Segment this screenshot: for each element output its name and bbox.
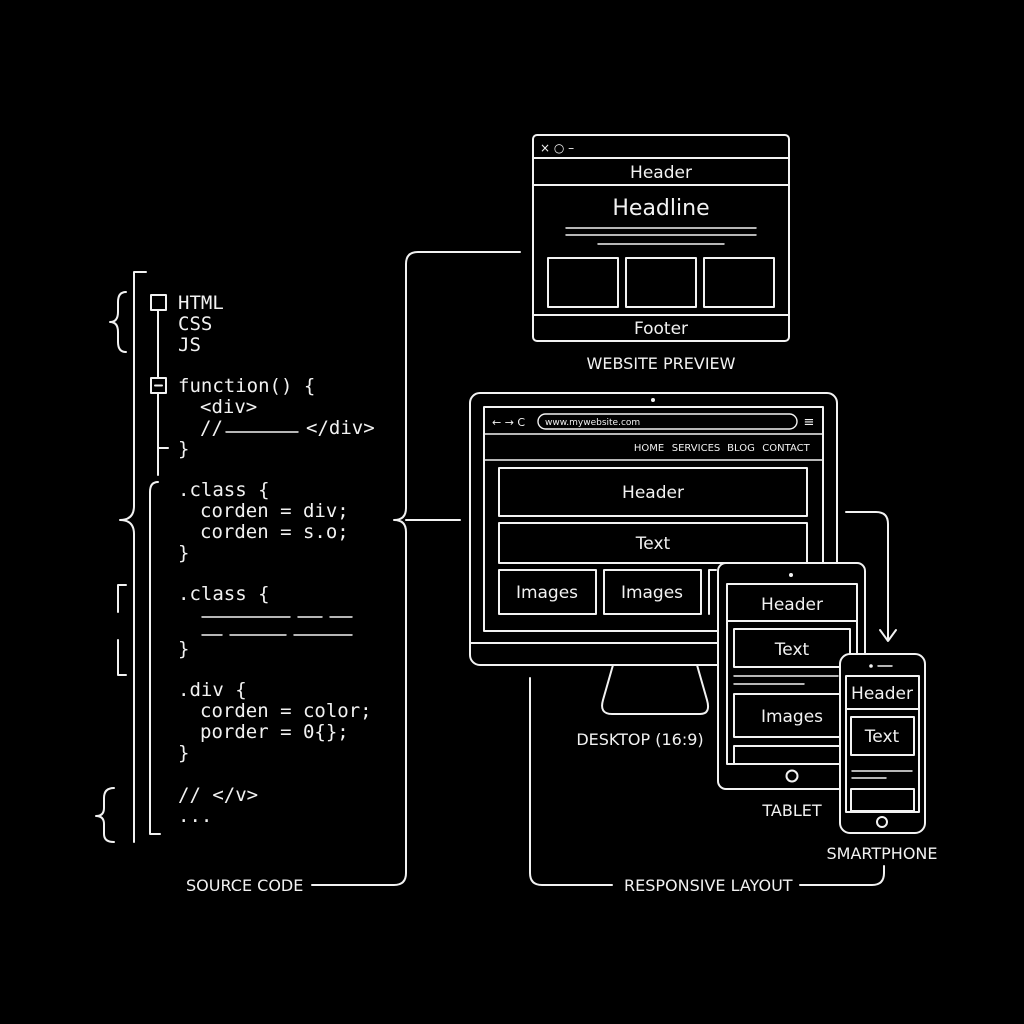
desktop-stand xyxy=(601,664,710,715)
window-controls-icon: × ○ – xyxy=(540,141,574,155)
nav-home: HOME xyxy=(634,443,664,454)
source-code-panel: HTML CSS JS function() { <div> // </div>… xyxy=(95,271,375,895)
desktop-images-box-3 xyxy=(708,569,717,615)
code-line-class-2: .class { xyxy=(178,583,270,605)
smartphone-device: Header Text SMARTPHONE xyxy=(827,653,938,863)
fold-box-icon xyxy=(150,294,167,311)
tablet-device: Header Text Images TABLET xyxy=(717,562,866,820)
code-line-border: porder = 0{}; xyxy=(200,721,349,743)
desktop-images-box-2 xyxy=(603,569,702,615)
source-code-label: SOURCE CODE xyxy=(186,876,303,895)
connector-responsive-layout xyxy=(529,677,613,886)
desktop-label: DESKTOP (16:9) xyxy=(576,730,703,749)
code-line-close-1: } xyxy=(178,438,189,460)
tablet-header-text: Header xyxy=(761,595,823,615)
browser-nav-icons: ← → C xyxy=(492,416,525,429)
code-line-class-1: .class { xyxy=(178,479,270,501)
desktop-text: Text xyxy=(635,534,671,554)
smartphone-label: SMARTPHONE xyxy=(827,844,938,863)
tablet-images: Images xyxy=(761,707,823,727)
phone-camera-icon xyxy=(869,664,873,668)
code-line-comment-v: // </v> xyxy=(178,784,258,806)
code-line-corden-color: corden = color; xyxy=(200,700,372,722)
preview-footer-text: Footer xyxy=(634,319,688,339)
fold-gutter-line xyxy=(149,309,161,835)
phone-image-box xyxy=(850,788,915,812)
brace-bottom xyxy=(95,787,115,843)
tablet-camera-icon xyxy=(789,573,793,577)
phone-home-button-icon xyxy=(876,816,888,828)
desktop-images-2: Images xyxy=(621,583,683,603)
arrow-desktop-to-phone xyxy=(845,511,889,641)
website-preview: × ○ – Header Headline Footer WEBSITE PRE… xyxy=(532,134,790,373)
connector-source-to-preview xyxy=(311,251,521,886)
code-line-div-rule: .div { xyxy=(178,679,247,701)
code-line-div-open: <div> xyxy=(200,396,257,418)
connector-responsive-right xyxy=(799,865,885,886)
code-line-div-close: </div> xyxy=(306,417,375,439)
code-line-corden-div: corden = div; xyxy=(200,500,349,522)
code-line-comment: // xyxy=(200,417,223,439)
preview-image-box-3 xyxy=(703,257,775,308)
code-line-html: HTML xyxy=(178,292,224,314)
desktop-images-box-1 xyxy=(498,569,597,615)
nav-contact: CONTACT xyxy=(762,443,810,454)
code-placeholder-lines xyxy=(201,616,353,636)
preview-window-frame xyxy=(532,134,790,342)
phone-text-box xyxy=(850,716,915,756)
nav-services: SERVICES xyxy=(672,443,721,454)
phone-text: Text xyxy=(864,727,900,747)
code-line-function: function() { xyxy=(178,375,315,397)
desktop-text-box xyxy=(498,522,808,564)
preview-header-text: Header xyxy=(630,163,692,183)
brace-top xyxy=(109,291,127,353)
connectors: RESPONSIVE LAYOUT xyxy=(311,251,897,895)
address-bar xyxy=(537,413,798,430)
brace-middle xyxy=(119,271,147,843)
tablet-home-button-icon xyxy=(785,769,799,783)
arrow-head-icon xyxy=(879,629,897,642)
desktop-monitor-frame xyxy=(469,392,838,666)
desktop-header-box xyxy=(498,467,808,517)
preview-image-box-2 xyxy=(625,257,697,308)
tablet-label: TABLET xyxy=(761,801,821,820)
nav-blog: BLOG xyxy=(727,443,755,454)
phone-header-text: Header xyxy=(851,684,913,704)
code-line-ellipsis: ... xyxy=(178,805,212,827)
code-line-close-2: } xyxy=(178,542,189,564)
desktop-camera-icon xyxy=(651,398,655,402)
desktop-screen xyxy=(483,406,824,632)
code-line-close-4: } xyxy=(178,742,189,764)
desktop-images-1: Images xyxy=(516,583,578,603)
code-line-css: CSS xyxy=(178,313,212,335)
tablet-text-box xyxy=(733,628,851,668)
preview-headline: Headline xyxy=(612,196,709,221)
preview-image-box-1 xyxy=(547,257,619,308)
browser-menu-icon: ≡ xyxy=(804,415,815,430)
phone-text-lines xyxy=(851,770,913,779)
brace-left-bracket xyxy=(117,584,127,676)
preview-text-lines xyxy=(565,227,757,245)
address-url: www.mywebsite.com xyxy=(545,418,640,428)
website-preview-label: WEBSITE PREVIEW xyxy=(587,354,736,373)
code-line-close-3: } xyxy=(178,638,189,660)
tablet-text-lines xyxy=(733,675,839,685)
code-line-corden-so: corden = s.o; xyxy=(200,521,349,543)
desktop-header-text: Header xyxy=(622,483,684,503)
code-line-js: JS xyxy=(178,334,201,356)
responsive-layout-label: RESPONSIVE LAYOUT xyxy=(624,876,793,895)
tablet-text: Text xyxy=(774,640,810,660)
